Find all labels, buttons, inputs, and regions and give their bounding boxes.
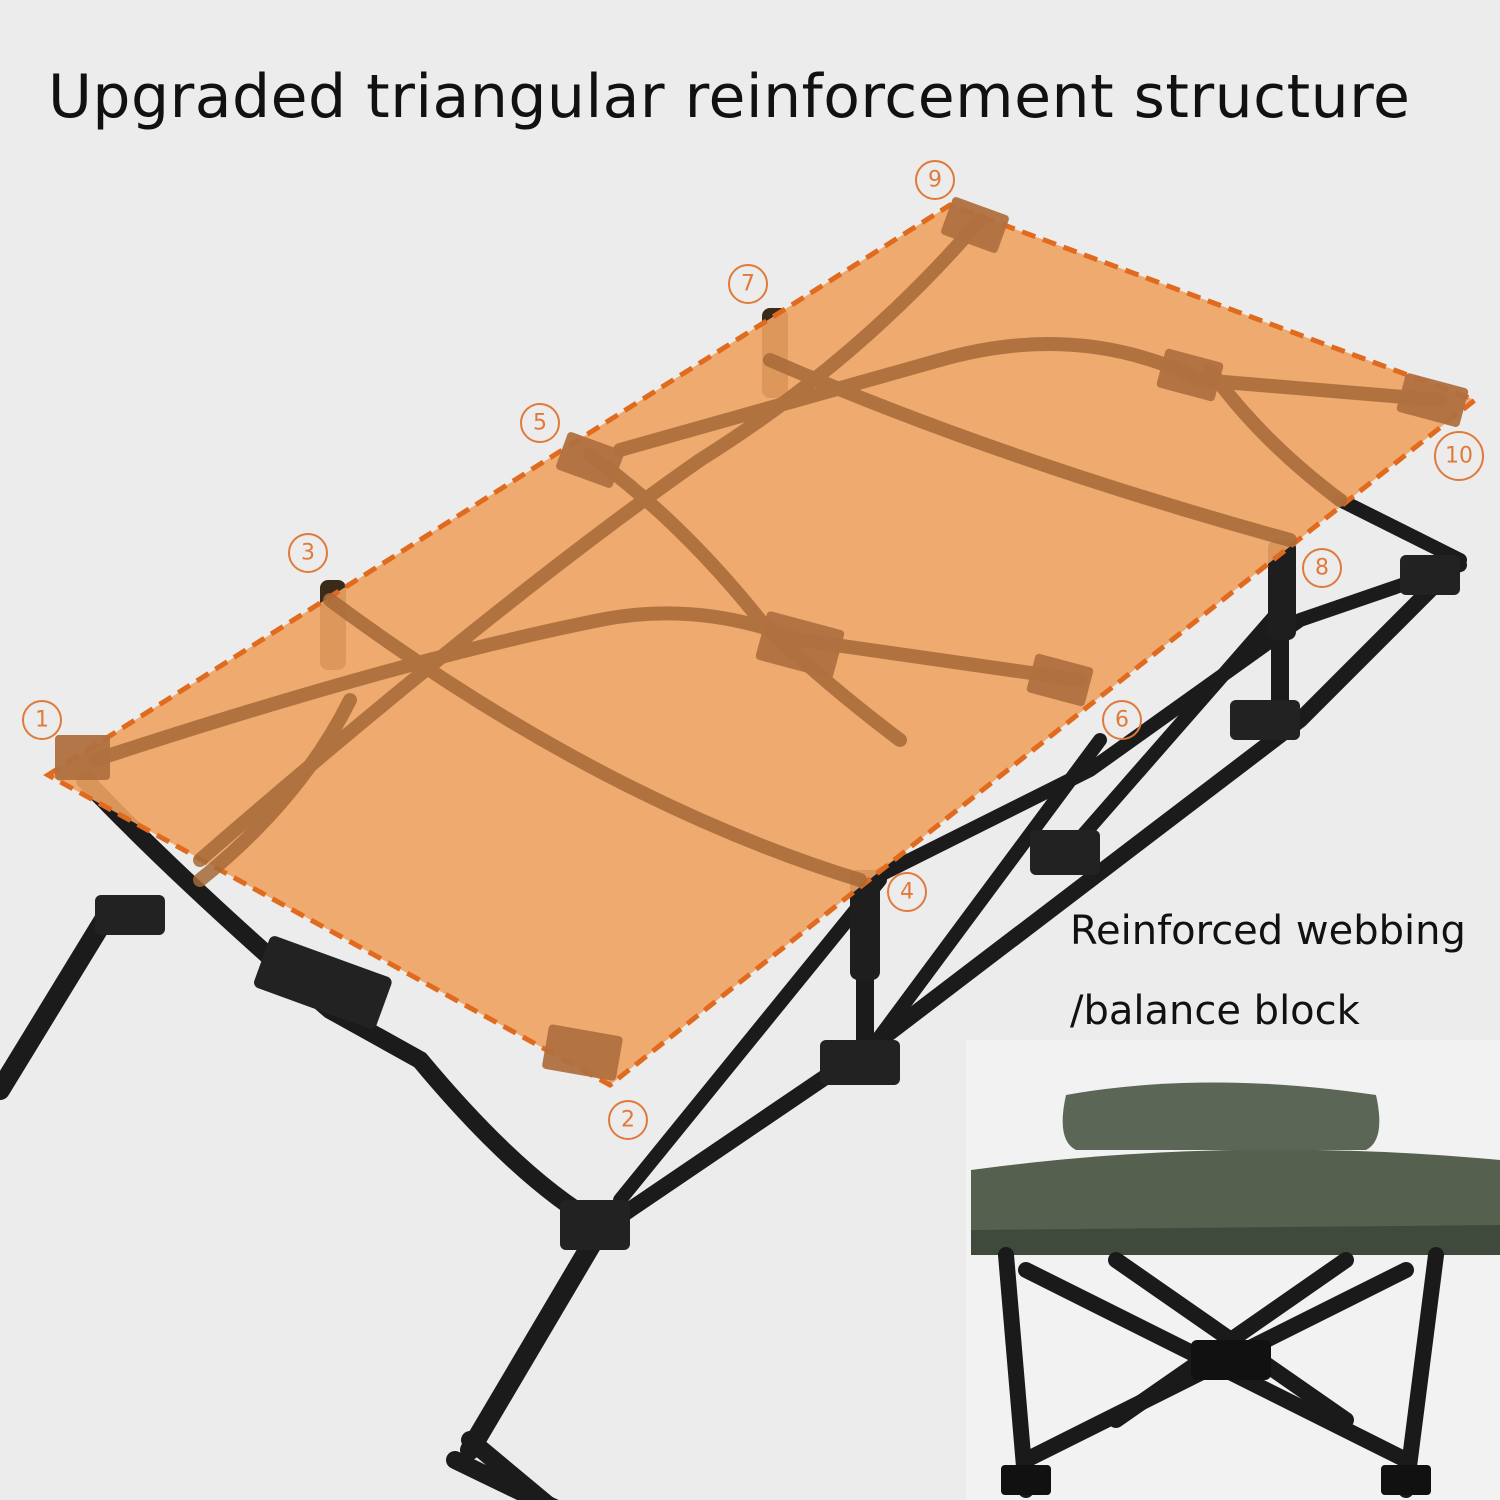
cushioned-cot-illustration	[966, 1040, 1500, 1500]
caption-webbing: Reinforced webbing	[1070, 908, 1466, 954]
marker-8: 8	[1302, 548, 1342, 588]
marker-9: 9	[915, 160, 955, 200]
marker-7: 7	[728, 264, 768, 304]
svg-text:8: 8	[1315, 556, 1329, 581]
marker-5: 5	[520, 403, 560, 443]
cot-frame	[0, 308, 1467, 1500]
marker-1: 1	[22, 700, 62, 740]
svg-text:7: 7	[741, 272, 755, 297]
cot-surface	[43, 197, 1481, 1088]
caption-balance-block: /balance block	[1070, 988, 1360, 1034]
marker-4: 4	[887, 872, 927, 912]
marker-2: 2	[608, 1100, 648, 1140]
svg-text:10: 10	[1445, 444, 1473, 469]
svg-text:4: 4	[900, 880, 914, 905]
marker-3: 3	[288, 533, 328, 573]
numbered-markers: 1 2 3 4 5 6 7 8	[22, 160, 1484, 1140]
svg-text:5: 5	[533, 411, 547, 436]
svg-text:1: 1	[35, 708, 49, 733]
svg-text:9: 9	[928, 168, 942, 193]
svg-text:2: 2	[621, 1108, 635, 1133]
marker-6: 6	[1102, 700, 1142, 740]
cushioned-cot-inset-photo	[966, 1040, 1500, 1500]
svg-text:6: 6	[1115, 708, 1129, 733]
marker-10: 10	[1434, 431, 1484, 481]
svg-text:3: 3	[301, 541, 315, 566]
headline: Upgraded triangular reinforcement struct…	[48, 62, 1411, 132]
